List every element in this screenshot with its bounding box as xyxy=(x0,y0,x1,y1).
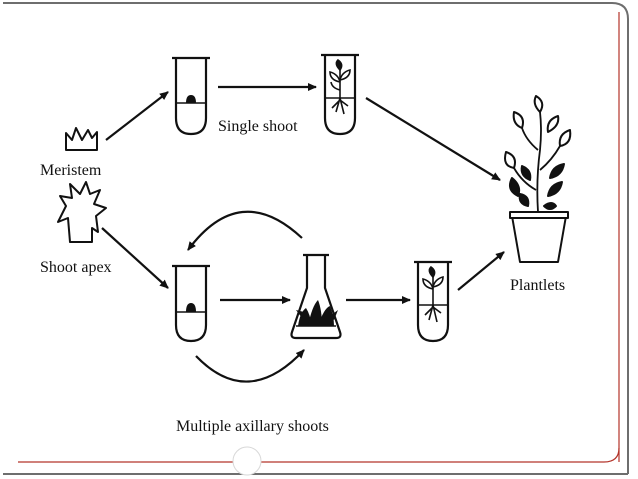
tube-single-shoot xyxy=(321,53,359,136)
flask-multiple-shoots xyxy=(290,253,342,340)
arrow-meristem-to-tube xyxy=(105,91,169,141)
arrow-cycle-bottom xyxy=(195,349,305,383)
slide-frame xyxy=(3,2,629,476)
arrow-tube-to-plantlets xyxy=(457,251,505,291)
arrows xyxy=(101,83,505,383)
meristem-icon xyxy=(65,127,98,151)
label-multiple-axillary-shoots: Multiple axillary shoots xyxy=(176,418,329,435)
potted-plantlet-icon xyxy=(504,95,572,263)
arrow-shoot-apex-to-tube xyxy=(101,227,169,289)
label-single-shoot: Single shoot xyxy=(218,118,298,135)
tube-explant-bottom xyxy=(172,264,210,343)
label-plantlets: Plantlets xyxy=(510,277,565,294)
arrow-cycle-top xyxy=(187,210,303,251)
arrow-single-shoot-to-plantlets xyxy=(365,97,501,181)
label-meristem: Meristem xyxy=(40,162,102,179)
shoot-apex-icon xyxy=(57,181,107,243)
tube-explant-top xyxy=(172,56,210,136)
tube-plantlet-bottom xyxy=(414,260,452,343)
label-shoot-apex: Shoot apex xyxy=(40,259,112,276)
